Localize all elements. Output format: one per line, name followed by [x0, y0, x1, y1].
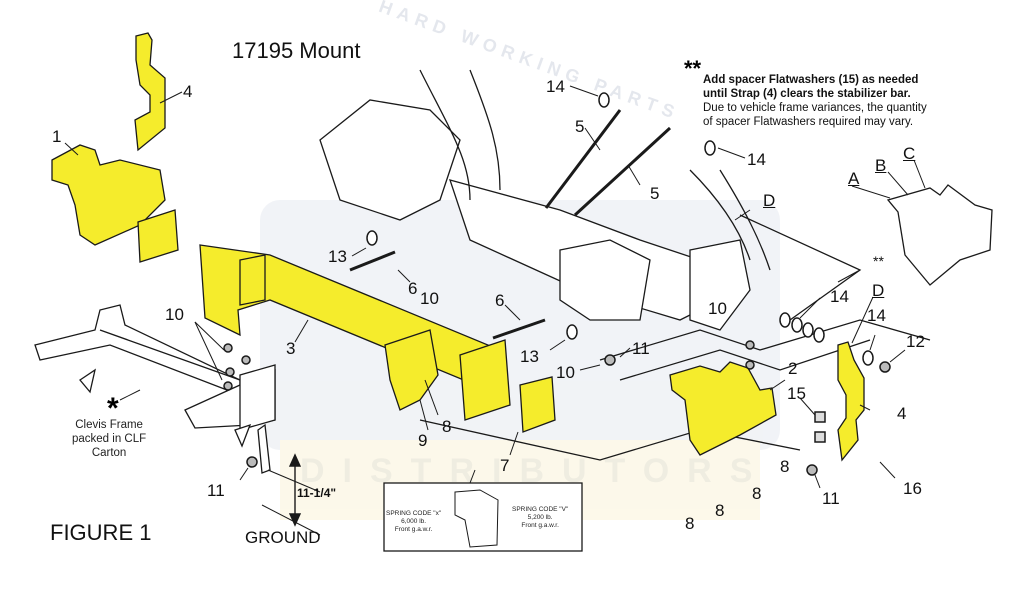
reference-bracket	[886, 184, 993, 286]
callout-10-lower: 10	[556, 363, 575, 382]
callout-C: C	[903, 144, 916, 163]
callout-6-right: 6	[495, 291, 505, 310]
callout-13-lower: 13	[520, 347, 539, 366]
note-marker: **	[684, 56, 702, 81]
callout-14-single: 14	[867, 306, 886, 325]
callout-10-left: 10	[165, 305, 184, 324]
leader-lines	[64, 85, 926, 536]
callout-14-right: 14	[747, 150, 766, 169]
callout-10-right: 10	[708, 299, 727, 318]
callout-double-star: **	[873, 253, 884, 269]
callout-6-left: 6	[408, 279, 418, 298]
callout-2: 2	[788, 359, 798, 378]
clevis-line-1: Clevis Frame	[75, 419, 143, 431]
note-bold-line-2: until Strap (4) clears the stabilizer ba…	[703, 88, 911, 100]
callout-14-top: 14	[546, 77, 565, 96]
dimension-label: 11-1/4"	[297, 486, 337, 500]
plate-7	[519, 376, 556, 433]
callout-4-right: 4	[897, 404, 907, 423]
rod-5a	[544, 109, 622, 209]
callout-9: 9	[418, 431, 428, 450]
spring-code-left: SPRING CODE "x" 6,000 lb. Front g.a.w.r.	[386, 510, 441, 534]
callout-11-right: 11	[822, 489, 840, 508]
strap-4-right	[837, 341, 865, 462]
callout-16: 16	[903, 479, 922, 498]
mount-title: 17195 Mount	[232, 38, 361, 63]
callout-10-center: 10	[420, 289, 439, 308]
rod-5b	[573, 126, 672, 217]
spacer-note: Add spacer Flatwashers (15) as needed un…	[703, 73, 927, 129]
clevis-frame	[34, 304, 276, 474]
callout-8-c: 8	[715, 501, 725, 520]
note-bold-line-1: Add spacer Flatwashers (15) as needed	[703, 74, 919, 86]
spring-code-right: SPRING CODE "V" 5,200 lb. Front g.a.w.r.	[512, 506, 568, 530]
callout-11-center: 11	[632, 339, 650, 358]
spring-code-inset	[383, 469, 583, 552]
spring-right-code: SPRING CODE "V"	[512, 506, 569, 513]
rod-6a	[349, 250, 396, 272]
callout-8-center: 8	[442, 417, 452, 436]
plate	[137, 209, 179, 263]
callout-8-d: 8	[685, 514, 695, 533]
spring-left-rating: Front g.a.w.r.	[394, 526, 433, 533]
vehicle-frame	[319, 69, 931, 461]
strap-4-left	[134, 32, 166, 152]
rod-6b	[492, 318, 546, 340]
callout-11-left: 11	[207, 481, 225, 500]
plate-8	[459, 339, 511, 421]
hardware	[223, 92, 891, 476]
clevis-note: Clevis Frame packed in CLF Carton	[72, 418, 146, 460]
clevis-line-3: Carton	[91, 447, 127, 459]
callout-12: 12	[906, 332, 925, 351]
note-line-1: Due to vehicle frame variances, the quan…	[703, 102, 927, 114]
bracket-1	[51, 144, 166, 246]
yellow-parts	[51, 32, 865, 462]
callout-D-upper: D	[763, 191, 776, 210]
callout-5-lower: 5	[650, 184, 660, 203]
callout-D-lower: D	[872, 281, 885, 300]
spring-right-rating: Front g.a.w.r.	[521, 522, 559, 529]
figure-label: FIGURE 1	[50, 520, 152, 545]
spring-left-weight: 6,000 lb.	[401, 518, 427, 525]
ground-label: GROUND	[245, 528, 321, 547]
spring-right-weight: 5,200 lb.	[527, 514, 553, 521]
callout-1: 1	[52, 127, 62, 146]
callout-5-upper: 5	[575, 117, 585, 136]
clevis-line-2: packed in CLF	[72, 433, 147, 445]
dimension-arrow	[288, 453, 302, 527]
callout-8-b: 8	[752, 484, 762, 503]
callout-3: 3	[286, 339, 296, 358]
callout-B: B	[875, 156, 887, 175]
callout-A: A	[848, 169, 860, 188]
callout-7: 7	[500, 456, 510, 475]
note-line-2: of spacer Flatwashers required may vary.	[703, 116, 914, 128]
callout-14-stack: 14	[830, 287, 849, 306]
callout-4-left: 4	[183, 82, 193, 101]
spring-left-code: SPRING CODE "x"	[386, 510, 442, 517]
callout-8-a: 8	[780, 457, 790, 476]
bracket-2	[669, 361, 777, 456]
callout-15: 15	[787, 384, 806, 403]
clevis-marker: *	[107, 392, 119, 425]
callout-13-upper: 13	[328, 247, 347, 266]
